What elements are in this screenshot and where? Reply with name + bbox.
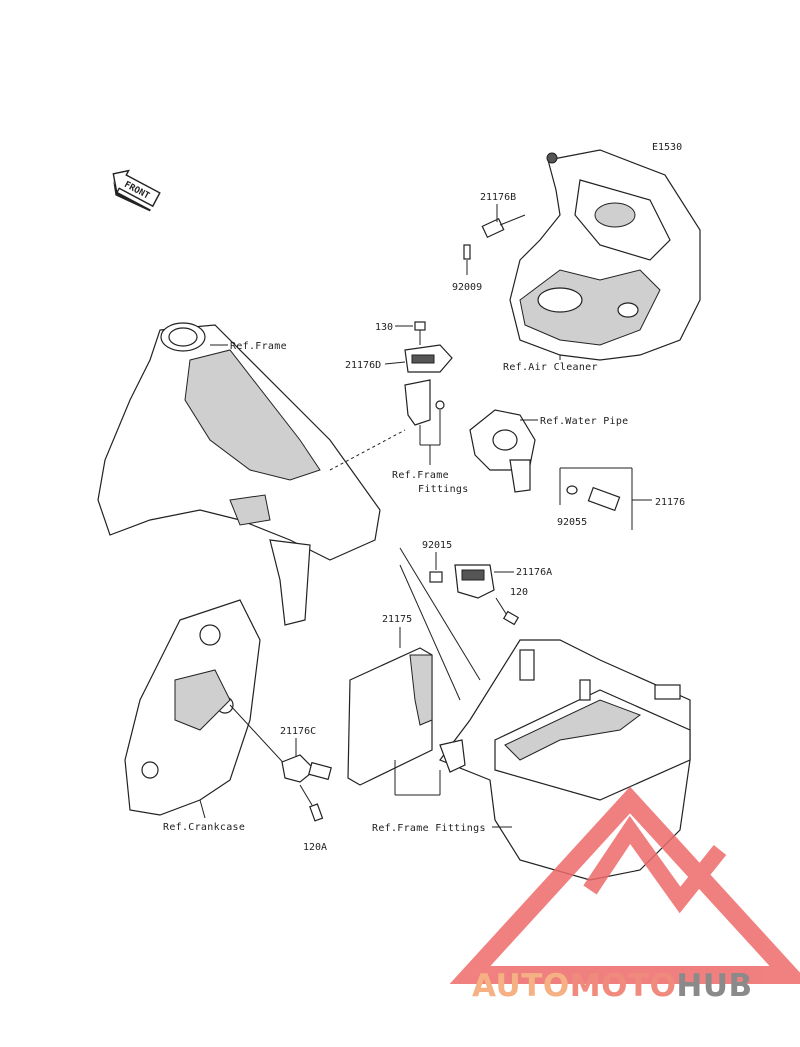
bolt-130: 130: [375, 321, 426, 345]
label-21176C: 21176C: [280, 726, 316, 737]
sensor-21176C: 21176C 120A: [229, 704, 332, 853]
frame: [97, 322, 381, 626]
water-pipe: [469, 409, 536, 493]
ref-crankcase: Ref.Crankcase: [163, 822, 245, 833]
sensor-21176A: 92015 21176A 120: [422, 540, 552, 626]
label-92015: 92015: [422, 540, 452, 551]
watermark-part2: MOTO: [570, 968, 677, 1004]
sensor-21176B: 21176B: [480, 192, 526, 239]
ref-air-cleaner: Ref.Air Cleaner: [503, 362, 598, 373]
label-21176D: 21176D: [345, 360, 381, 371]
watermark-logo-icon: [449, 786, 800, 984]
label-92055: 92055: [557, 517, 587, 528]
ref-water-pipe: Ref.Water Pipe: [540, 416, 629, 427]
label-21175: 21175: [382, 614, 412, 625]
sensor-21176D: 21176D: [345, 344, 453, 426]
bolt-92009: 92009: [452, 244, 482, 293]
air-cleaner-housing: [509, 149, 701, 361]
ecu-21175: 21175: [347, 614, 433, 786]
sensor-21176: 21176 92055: [557, 467, 685, 530]
watermark-part3: HUB: [676, 968, 752, 1004]
ref-frame: Ref.Frame: [230, 341, 287, 352]
watermark-text: AUTOMOTOHUB: [472, 968, 753, 1004]
label-130: 130: [375, 322, 393, 333]
crankcase: [124, 599, 261, 816]
label-21176: 21176: [655, 497, 685, 508]
label-21176A: 21176A: [516, 567, 552, 578]
ref-frame-fittings-bottom: Ref.Frame Fittings: [372, 823, 486, 834]
frame-fittings-ref: Ref.Frame Fittings: [392, 410, 469, 495]
front-arrow-icon: FRONT: [112, 169, 161, 212]
watermark-part1: AUTO: [472, 968, 570, 1004]
label-21176B: 21176B: [480, 192, 516, 203]
label-92009: 92009: [452, 282, 482, 293]
label-120A: 120A: [303, 842, 327, 853]
label-120: 120: [510, 587, 528, 598]
ref-frame-fittings-2: Fittings: [418, 484, 469, 495]
ref-frame-fittings-1: Ref.Frame: [392, 470, 449, 481]
diagram-code: E1530: [652, 142, 682, 153]
